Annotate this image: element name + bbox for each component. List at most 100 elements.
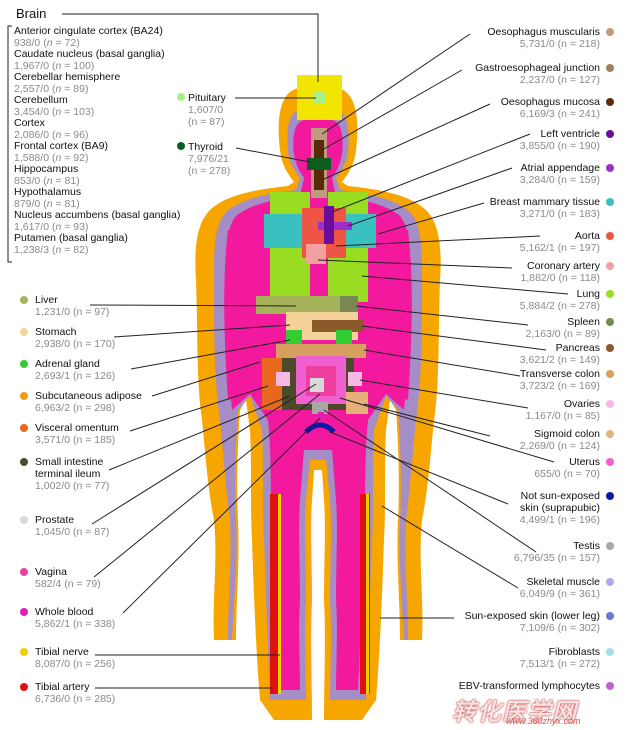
brain-item-stats: 2,557/0 (n = 89) [14,82,89,95]
tibial-nerve-right [366,494,369,694]
brain-item-name: Putamen (basal ganglia) [14,232,128,244]
right-tissue-dot [606,492,614,500]
pancreas-block [312,320,364,332]
right-tissue-dot [606,542,614,550]
brain-item-stats: 938/0 (n = 72) [14,36,80,49]
brain-item-name: Cortex [14,117,45,129]
spleen-block [340,296,358,314]
brain-item-name: Caudate nucleus (basal ganglia) [14,48,165,60]
brain-item-name: Anterior cingulate cortex (BA24) [14,25,163,37]
leader-lines [89,33,569,689]
watermark-url: www.360zhyx.com [506,716,581,726]
right-tissue-dot [606,262,614,270]
brain-item-name: Hypothalamus [14,186,82,198]
right-tissue-dot [606,648,614,656]
brain-item-name: Nucleus accumbens (basal ganglia) [14,209,181,221]
right-tissue-dot [606,232,614,240]
brain-bracket [7,13,319,263]
thyroid-dot [177,142,185,150]
tibial-artery-right [360,494,370,694]
left-tissue-dot [20,392,28,400]
brain-item-name: Hippocampus [14,163,79,175]
right-tissue-dot [606,198,614,206]
right-tissue-dot [606,64,614,72]
pituitary-inner [313,91,325,103]
right-tissue-label: Sun-exposed skin (lower leg)7,109/6 (n =… [464,610,600,634]
tibial-nerve-left [278,494,281,694]
left-tissue-dot [20,458,28,466]
prostate-block [310,378,324,392]
blood-block [318,412,324,424]
breast-left [264,214,304,248]
right-tissue-dot [606,578,614,586]
right-tissue-label: EBV-transformed lymphocytes [458,680,600,692]
adrenal-left [286,330,302,346]
brain-item-name: Cerebellar hemisphere [14,71,121,83]
brain-item-name: Cerebellum [14,94,68,106]
brain-item-stats: 3,454/0 (n = 103) [14,105,95,118]
right-tissue-dot [606,370,614,378]
right-tissue-dot [606,290,614,298]
left-tissue-dot [20,328,28,336]
left-tissue-dot [20,516,28,524]
right-tissue-dot [606,400,614,408]
brain-item-stats: 879/0 (n = 81) [14,197,80,210]
ovary-left [276,372,290,386]
atrial-block [318,222,352,230]
left-tissue-dot [20,568,28,576]
right-tissue-dot [606,430,614,438]
brain-item: Anterior cingulate cortex (BA24)938/0 (n… [14,25,163,49]
right-tissue-dot [606,164,614,172]
brain-item-stats: 2,086/0 (n = 96) [14,128,89,141]
brain-item-stats: 853/0 (n = 81) [14,174,80,187]
right-tissue-dot [606,344,614,352]
coronary-block [306,244,326,264]
left-tissue-dot [20,296,28,304]
right-tissue-dot [606,28,614,36]
tibial-artery-left [270,494,280,694]
watermark-text: 转化医学网 [452,699,577,726]
liver-block [256,296,344,314]
brain-item-stats: 1,967/0 (n = 100) [14,59,95,72]
adrenal-right [336,330,352,346]
left-arm-pink [224,230,242,400]
right-tissue-dot [606,682,614,690]
left-tissue-dot [20,360,28,368]
right-tissue-dot [606,98,614,106]
right-tissue-dot [606,130,614,138]
